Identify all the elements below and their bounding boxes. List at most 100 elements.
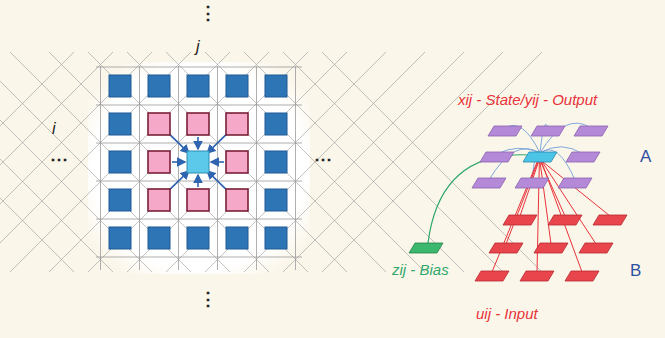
- cell-square: [265, 189, 287, 211]
- cell-square: [187, 151, 209, 173]
- axis-label: j: [196, 38, 200, 56]
- coupling-arrow: [207, 171, 227, 191]
- state-output-label: xij - State/yij - Output: [458, 92, 597, 109]
- state-cell: [566, 152, 600, 162]
- grid-diagonal: [166, 52, 386, 272]
- neighbour-arrows: [168, 133, 227, 191]
- grid-line: [295, 66, 296, 270]
- coupling-arrow: [168, 171, 188, 191]
- input-cell: [475, 271, 509, 281]
- grid-diagonal: [49, 52, 269, 272]
- input-label: uij - Input: [476, 306, 538, 323]
- layer-name: B: [630, 262, 641, 281]
- cell-square: [109, 151, 131, 173]
- ellipsis-mark: ⋯: [314, 150, 332, 170]
- grid-diagonal: [0, 52, 113, 272]
- state-cell: [472, 178, 506, 188]
- cell-square: [265, 113, 287, 135]
- coupling-arrow: [168, 133, 188, 153]
- grid-line: [256, 66, 257, 270]
- grid-diagonal: [322, 52, 542, 272]
- cell-square: [109, 227, 131, 249]
- state-cell: [488, 126, 522, 136]
- bias-link: [428, 155, 530, 243]
- cell-square: [109, 75, 131, 97]
- grid-line: [100, 66, 101, 270]
- grid-line: [217, 66, 218, 270]
- input-cell: [534, 243, 568, 253]
- input-link: [543, 162, 610, 216]
- grid-line: [178, 66, 179, 270]
- cell-square: [187, 227, 209, 249]
- input-cell: [520, 271, 554, 281]
- grid-diagonal: [0, 52, 191, 272]
- grid-diagonal: [205, 52, 425, 272]
- grid-diagonal: [0, 52, 74, 272]
- cell-square: [148, 113, 170, 135]
- cell-square: [109, 113, 131, 135]
- grid-line: [96, 143, 302, 144]
- coupling-arrow: [207, 133, 227, 153]
- grid-line: [96, 105, 302, 106]
- cell-square: [226, 113, 248, 135]
- cell-square: [187, 75, 209, 97]
- cell-square: [148, 189, 170, 211]
- grid-diagonal: [244, 52, 464, 272]
- grid-lines: [0, 52, 542, 272]
- input-link: [506, 162, 538, 244]
- input-link: [520, 162, 539, 216]
- grid-diagonal: [0, 52, 74, 272]
- cell-square: [265, 227, 287, 249]
- input-link: [540, 162, 551, 244]
- ellipsis-mark: ⋮: [199, 4, 217, 24]
- cell-square: [148, 227, 170, 249]
- grid-line: [96, 219, 302, 220]
- grid-diagonal: [283, 52, 503, 272]
- coupling-arrow: [197, 137, 199, 149]
- grid-line: [139, 66, 140, 270]
- grid-diagonal: [0, 52, 191, 272]
- grid-diagonal: [10, 52, 230, 272]
- state-cell: [515, 178, 549, 188]
- axis-label: i: [52, 120, 56, 138]
- cell-square: [109, 189, 131, 211]
- grid-diagonal: [283, 52, 503, 272]
- layer-name: A: [640, 148, 651, 167]
- state-cell: [480, 152, 514, 162]
- coupling-arrow: [172, 161, 185, 163]
- cell-square: [187, 189, 209, 211]
- input-cell: [548, 215, 582, 225]
- grid-diagonal: [166, 52, 386, 272]
- cell-square: [187, 113, 209, 135]
- input-cell: [503, 215, 537, 225]
- grid-diagonal: [88, 52, 308, 272]
- coupling-arrow: [211, 161, 224, 163]
- input-cell: [593, 215, 627, 225]
- grid-diagonal: [244, 52, 464, 272]
- input-link: [542, 162, 596, 244]
- ellipsis-mark: ⋯: [50, 150, 68, 170]
- grid-diagonal: [49, 52, 269, 272]
- grid-diagonal: [322, 52, 542, 272]
- cell-square: [226, 75, 248, 97]
- input-cell: [489, 243, 523, 253]
- cell-square: [226, 227, 248, 249]
- input-cell: [565, 271, 599, 281]
- state-cell: [531, 126, 565, 136]
- cell-square: [148, 75, 170, 97]
- cell-square: [148, 151, 170, 173]
- grid-line: [96, 257, 302, 258]
- cell-square: [226, 151, 248, 173]
- bias-label: zij - Bias: [392, 262, 449, 279]
- grid-cells: [109, 75, 287, 249]
- coupling-arrow: [197, 175, 199, 187]
- grid-diagonal: [0, 52, 113, 272]
- layer-cells: [409, 126, 627, 281]
- cell-square: [226, 189, 248, 211]
- grid-diagonal: [0, 52, 152, 272]
- grid-diagonal: [0, 52, 152, 272]
- grid-diagonal: [88, 52, 308, 272]
- state-cell: [574, 126, 608, 136]
- bias-cell: [409, 243, 443, 253]
